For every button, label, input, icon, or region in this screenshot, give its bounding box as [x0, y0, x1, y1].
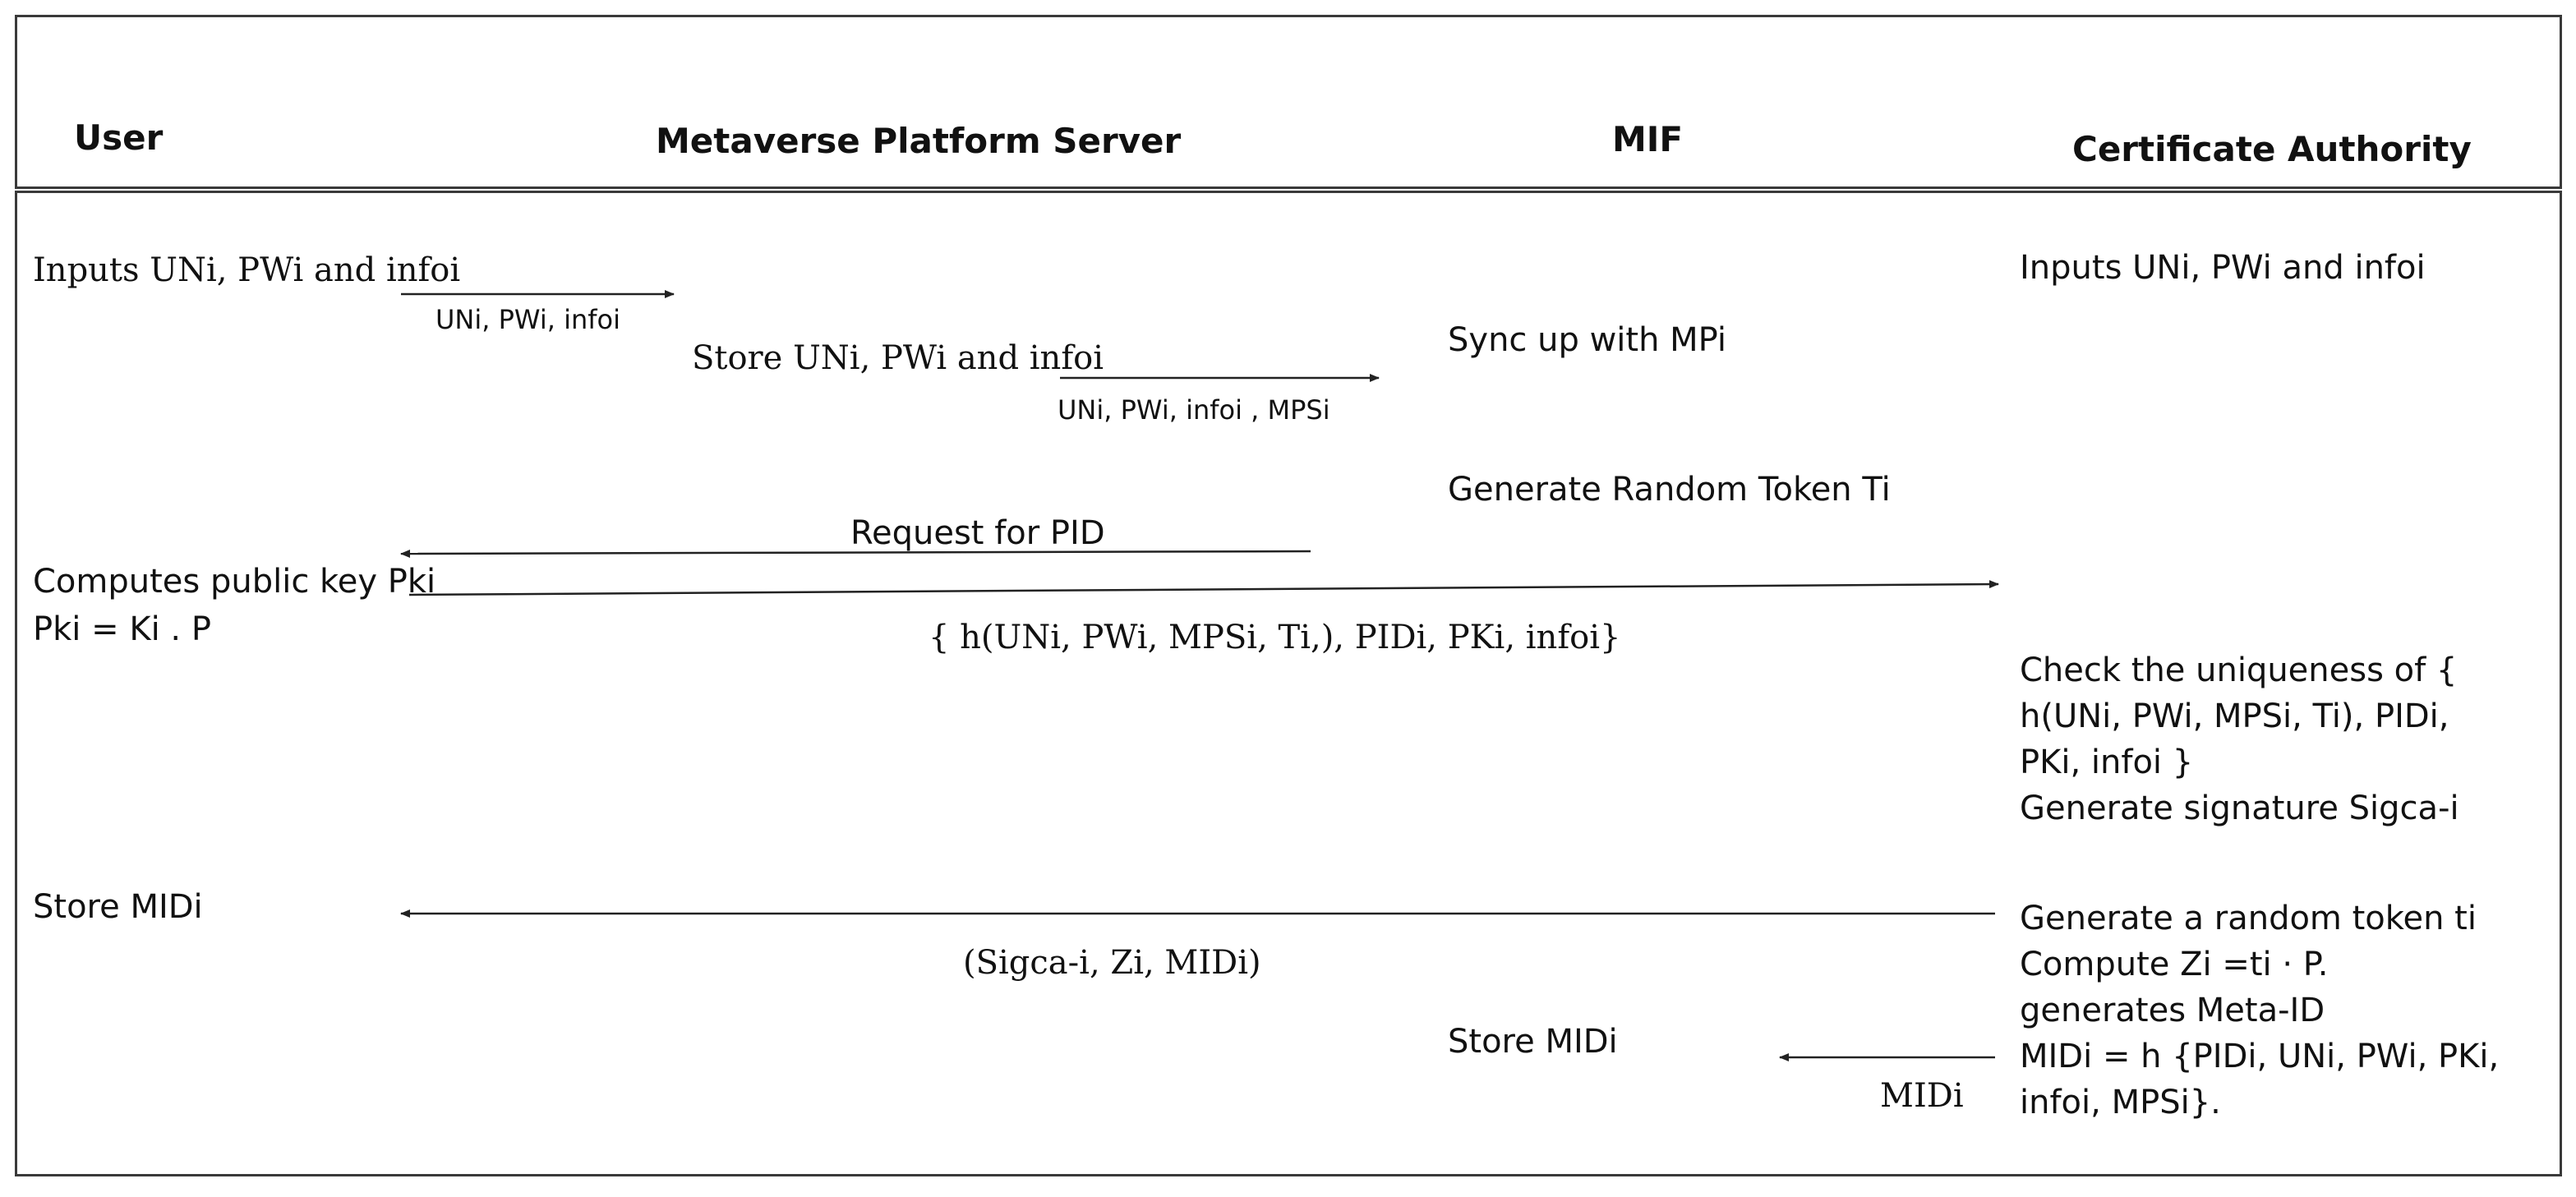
server-store-text: Store UNi, PWi and infoi: [692, 339, 1104, 377]
ca-generate-block: Generate a random token ti Compute Zi =t…: [2020, 895, 2499, 1126]
header-frame: [15, 15, 2562, 189]
user-compute-pk-text: Computes public key Pki: [33, 563, 436, 601]
ca-inputs-text: Inputs UNi, PWi and infoi: [2020, 249, 2426, 287]
ca-generate-line: generates Meta-ID: [2020, 992, 2325, 1029]
mif-sync-text: Sync up with MPi: [1448, 321, 1727, 359]
arrow-user-to-ca: [408, 580, 1999, 596]
msg-user-to-server-label: UNi, PWi, infoi: [435, 304, 620, 335]
msg-ca-to-user-label: (Sigca-i, Zi, MIDi): [963, 944, 1261, 982]
body-frame: [15, 191, 2562, 1176]
arrow-request-pid: [400, 549, 1311, 558]
msg-server-to-mif-label: UNi, PWi, infoi , MPSi: [1058, 394, 1330, 426]
ca-generate-line: Compute Zi =ti · P.: [2020, 946, 2329, 983]
ca-check-line: PKi, infoi }: [2020, 744, 2194, 781]
request-pid-label: Request for PID: [850, 514, 1105, 552]
msg-user-to-ca-label: { h(UNi, PWi, MPSi, Ti,), PIDi, PKi, inf…: [929, 619, 1621, 656]
ca-check-block: Check the uniqueness of { h(UNi, PWi, MP…: [2020, 647, 2459, 831]
ca-generate-line: MIDi = h {PIDi, UNi, PWi, PKi,: [2020, 1038, 2500, 1075]
user-pk-formula: Pki = Ki . P: [33, 610, 211, 648]
header-server: Metaverse Platform Server: [656, 121, 1182, 161]
header-ca: Certificate Authority: [2072, 129, 2472, 169]
msg-ca-to-mif-label: MIDi: [1880, 1077, 1964, 1115]
ca-check-line: h(UNi, PWi, MPSi, Ti), PIDi,: [2020, 697, 2449, 735]
mif-store-mid-text: Store MIDi: [1448, 1023, 1618, 1061]
user-inputs-text: Inputs UNi, PWi and infoi: [33, 251, 461, 289]
header-mif: MIF: [1612, 119, 1684, 159]
ca-generate-line: infoi, MPSi}.: [2020, 1084, 2221, 1121]
ca-generate-line: Generate a random token ti: [2020, 900, 2477, 937]
header-user: User: [74, 117, 164, 158]
ca-check-line: Generate signature Sigca-i: [2020, 790, 2459, 827]
ca-check-line: Check the uniqueness of {: [2020, 651, 2458, 689]
mif-token-text: Generate Random Token Ti: [1448, 471, 1891, 509]
user-store-mid-text: Store MIDi: [33, 888, 203, 926]
